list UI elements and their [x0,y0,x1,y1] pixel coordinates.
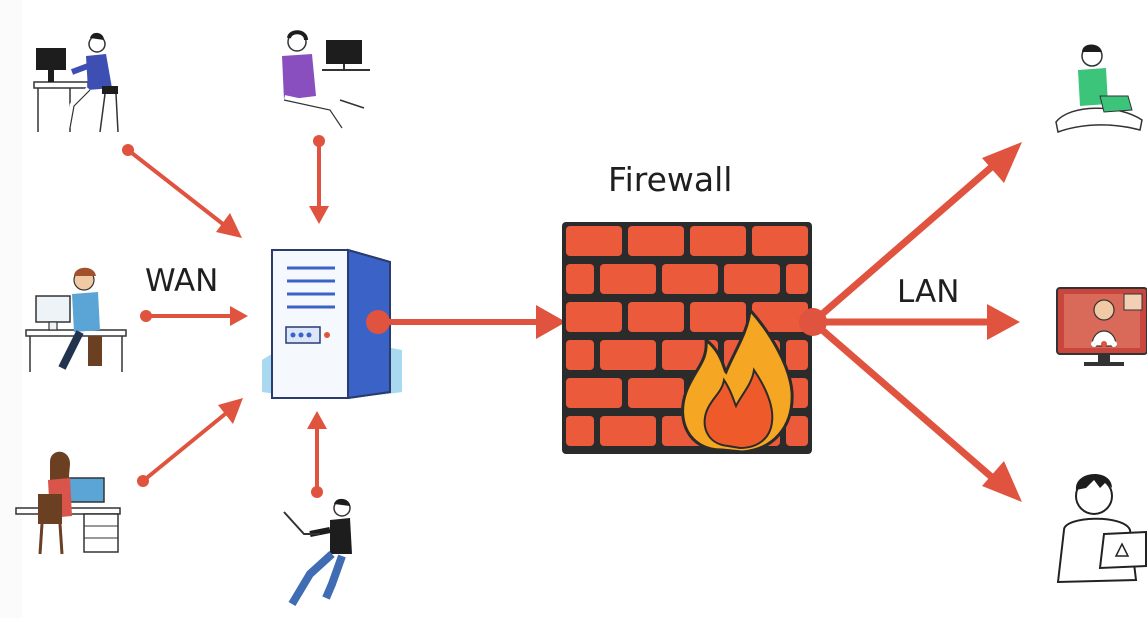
user-desk-typing-icon [33,32,119,133]
wan-label: WAN [145,263,218,299]
flame-icon [681,306,794,454]
brick [690,302,746,332]
brick [566,226,622,256]
user-headset-laptop-icon [282,30,370,131]
lan-label: LAN [897,274,959,310]
brick [752,226,808,256]
brick [566,416,594,446]
brick [628,226,684,256]
user-desk-woman-icon [15,451,121,555]
brick [600,416,656,446]
arrow-firewall-to-lan-middle [813,304,1020,340]
brick [628,378,684,408]
brick [724,264,780,294]
arrow-firewall-to-lan-top [810,142,1022,325]
brick [566,302,622,332]
brick [662,264,718,294]
wan-arrows [122,135,329,498]
arrow-user5-to-server [307,411,327,498]
user-laptop-sitting-icon [283,498,352,607]
brick [786,416,808,446]
user-sketch-laptop-icon [1056,473,1147,584]
firewall-label: Firewall [608,160,732,199]
brick [786,340,808,370]
brick [628,302,684,332]
video-call-monitor-icon [1056,287,1147,366]
arrow-server-to-firewall [366,305,566,339]
lan-arrows [799,142,1022,502]
arrow-user2-to-server [309,135,329,224]
left-edge-shade [0,0,22,618]
brick [752,302,808,332]
brick [600,340,656,370]
arrow-user4-to-server [137,398,243,487]
brick [566,378,622,408]
brick [600,264,656,294]
arrow-user3-to-server [140,306,248,326]
brick [566,340,594,370]
brick [566,264,594,294]
arrow-user1-to-server [122,144,242,238]
brick [786,264,808,294]
user-green-laptop-icon [1055,44,1143,134]
user-desk-sitting-icon [25,267,127,372]
brick [690,226,746,256]
arrow-firewall-to-lan-bottom [810,319,1022,502]
